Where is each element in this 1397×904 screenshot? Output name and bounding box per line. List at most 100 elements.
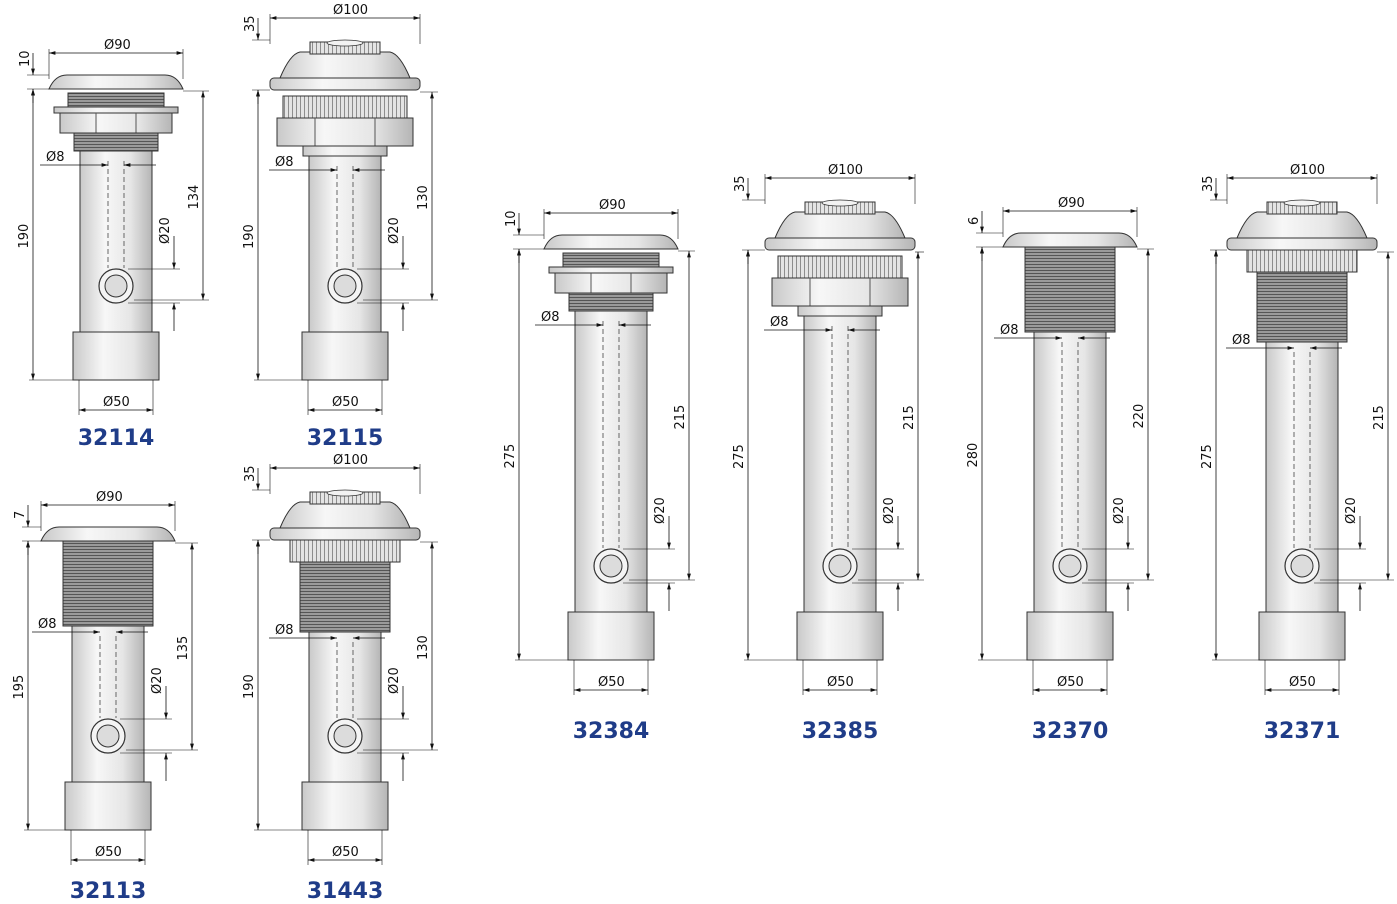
thread-length-label: 130 [416,635,431,660]
inlet-bore [333,724,357,748]
cover-plate [269,527,421,541]
product-code: 32113 [70,879,147,904]
pipe-socket [72,331,160,381]
cover-plate [1002,232,1138,248]
inlet-bore [599,554,623,578]
eyeball-top [326,489,364,497]
length-label: 190 [17,224,32,249]
pipe-body [308,631,382,783]
top-diameter-label: Ø100 [828,163,863,178]
length-label: 275 [1200,444,1215,469]
inlet-bore [1290,554,1314,578]
pipe-diameter-label: Ø50 [332,395,359,410]
top-diameter-label: Ø100 [1290,163,1325,178]
pipe-diameter-label: Ø50 [827,675,854,690]
flange-label: 7 [13,511,28,519]
thread-length-label: 134 [187,185,202,210]
thread-lower [73,132,159,152]
dome-cap [1236,211,1368,239]
thread [1024,246,1116,333]
product-code: 31443 [307,879,384,904]
flange-label: 35 [243,465,258,482]
pipe-socket [1258,611,1346,661]
ribbed-collar [777,255,903,279]
thread-length-label: 220 [1132,404,1147,429]
eyeball-top [821,199,859,207]
inlet-diameter-label: Ø20 [150,667,165,694]
dome-cap [279,501,411,529]
cover-plate [764,237,916,251]
thread-length-label: 130 [416,185,431,210]
pipe-body [1265,341,1339,613]
inlet-diameter-label: Ø20 [158,217,173,244]
pipe-body [79,150,153,333]
flange-label: 10 [504,210,519,227]
inlet-bore [828,554,852,578]
pipe-diameter-label: Ø50 [103,395,130,410]
pipe-diameter-label: Ø50 [598,675,625,690]
hex-nut [554,272,668,294]
thread [299,561,391,633]
inlet-bore [333,274,357,298]
flange-label: 6 [967,217,982,225]
length-label: 195 [12,675,27,700]
length-label: 280 [966,443,981,468]
product-code: 32385 [802,719,879,744]
inlet-bore [104,274,128,298]
thread-length-label: 135 [176,636,191,661]
ribbed-collar [282,95,408,119]
product-code: 32371 [1264,719,1341,744]
cover-plate [543,234,679,250]
pipe-socket [796,611,884,661]
inlet-diameter-label: Ø20 [1344,497,1359,524]
product-code: 32114 [78,426,155,451]
ribbed-collar [289,539,401,563]
thread-length-label: 215 [1372,405,1387,430]
hole-diameter-label: Ø8 [1232,333,1251,348]
top-diameter-label: Ø100 [333,453,368,468]
inlet-diameter-label: Ø20 [653,497,668,524]
cover-plate [1226,237,1378,251]
top-diameter-label: Ø90 [96,490,123,505]
cover-plate [40,526,176,542]
thread [67,92,165,108]
product-code: 32370 [1032,719,1109,744]
cover-plate [269,77,421,91]
thread-length-label: 215 [673,405,688,430]
pipe-socket [567,611,655,661]
thread-lower [568,292,654,312]
flange-label: 35 [1201,175,1216,192]
hole-diameter-label: Ø8 [1000,323,1019,338]
top-diameter-label: Ø90 [1058,196,1085,211]
flange-label: 35 [733,175,748,192]
pipe-diameter-label: Ø50 [1289,675,1316,690]
thread [562,252,660,268]
flange-label: 10 [18,50,33,67]
hex-nut [276,117,414,147]
dome-cap [774,211,906,239]
pipe-socket [1026,611,1114,661]
inlet-diameter-label: Ø20 [387,217,402,244]
thread [62,540,154,627]
inlet-diameter-label: Ø20 [1112,497,1127,524]
hole-diameter-label: Ø8 [275,155,294,170]
hole-diameter-label: Ø8 [38,617,57,632]
dome-cap [279,51,411,79]
length-label: 275 [732,444,747,469]
flange-label: 35 [243,15,258,32]
hole-diameter-label: Ø8 [770,315,789,330]
inlet-diameter-label: Ø20 [387,667,402,694]
hex-nut [59,112,173,134]
flange-ring [53,106,179,114]
hole-diameter-label: Ø8 [275,623,294,638]
product-code: 32115 [307,426,384,451]
pipe-body [71,625,145,783]
